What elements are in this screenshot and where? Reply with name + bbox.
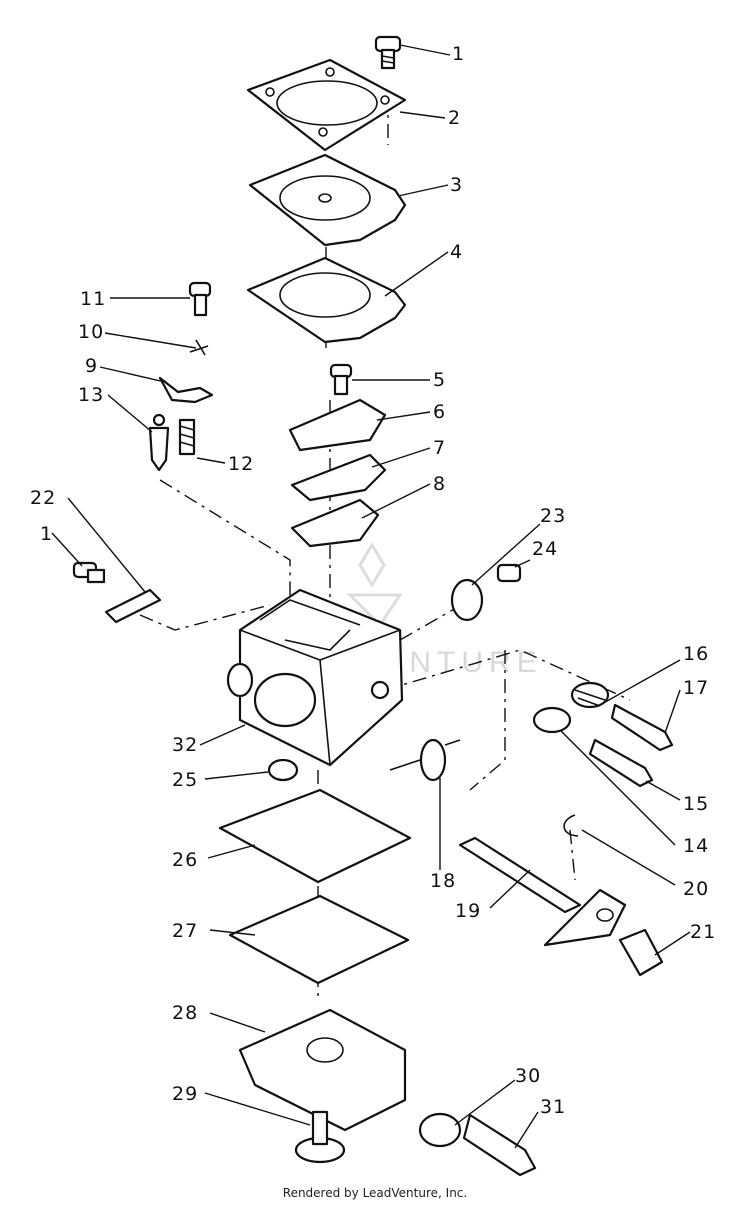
callout-18: 18 [430,870,456,892]
callout-14: 14 [683,835,709,857]
part-throttle-shaft [458,836,627,947]
callout-29: 29 [172,1083,198,1105]
footer-credit: Rendered by LeadVenture, Inc. [282,1186,468,1200]
callout-25: 25 [172,769,198,791]
callout-2: 2 [448,107,461,129]
callout-19: 19 [455,900,481,922]
part-plug-24 [496,563,522,583]
part-screw-left [72,561,106,584]
part-spring-18 [389,738,461,782]
callout-7: 7 [433,437,446,459]
part-needle-15 [588,738,654,788]
callout-31: 31 [540,1096,566,1118]
part-spring-14 [532,706,572,734]
part-plate-6 [288,398,387,452]
part-plate-7 [290,453,387,502]
leader-lines [51,44,691,1149]
callout-22: 22 [30,487,56,509]
callout-17: 17 [683,677,709,699]
part-screw-lever [329,363,353,396]
part-retainer-plate [104,588,162,624]
callout-3: 3 [450,174,463,196]
callout-24: 24 [532,538,558,560]
part-gasket-lower [228,894,410,985]
part-clip [563,814,579,837]
part-cover [246,58,407,152]
callout-30: 30 [515,1065,541,1087]
throttle-axis [469,650,506,791]
part-inlet-needle [148,413,170,472]
inlet-axis-needle [159,479,291,600]
callout-27: 27 [172,920,198,942]
inlet-axis-plate [139,604,271,631]
part-screw-lever-side [188,281,212,317]
callout-9: 9 [85,355,98,377]
callout-13: 13 [78,384,104,406]
part-plate-8 [290,498,380,548]
callout-10: 10 [78,321,104,343]
callout-8: 8 [433,473,446,495]
callout-26: 26 [172,849,198,871]
callout-16: 16 [683,643,709,665]
callout-12: 12 [228,453,254,475]
part-spring-12 [178,418,196,456]
part-spring-30 [418,1112,462,1148]
part-strainer-23 [450,578,484,622]
callout-21: 21 [690,921,716,943]
callout-11: 11 [80,288,106,310]
part-pin [189,339,209,356]
callout-6: 6 [433,401,446,423]
part-pump-cover [238,1008,407,1132]
part-carburetor-body [226,588,404,767]
part-plug-21 [618,928,664,977]
part-needle-17 [610,703,674,752]
callout-1-top: 1 [452,43,465,65]
callout-32: 32 [172,734,198,756]
callout-4: 4 [450,241,463,263]
part-gasket-upper [246,256,407,344]
part-metering-lever [158,376,214,404]
callout-5: 5 [433,369,446,391]
part-screw-top [374,35,402,70]
callout-1-left: 1 [40,523,53,545]
callout-23: 23 [540,505,566,527]
callout-28: 28 [172,1002,198,1024]
part-pump-diaphragm [218,788,412,884]
part-screw-31 [462,1113,537,1177]
callout-15: 15 [683,793,709,815]
clip-axis [569,829,576,881]
part-screw-29 [294,1110,346,1164]
part-spring-16 [570,681,610,709]
part-screen-25 [267,758,299,782]
callout-20: 20 [683,878,709,900]
part-metering-diaphragm [248,153,407,247]
